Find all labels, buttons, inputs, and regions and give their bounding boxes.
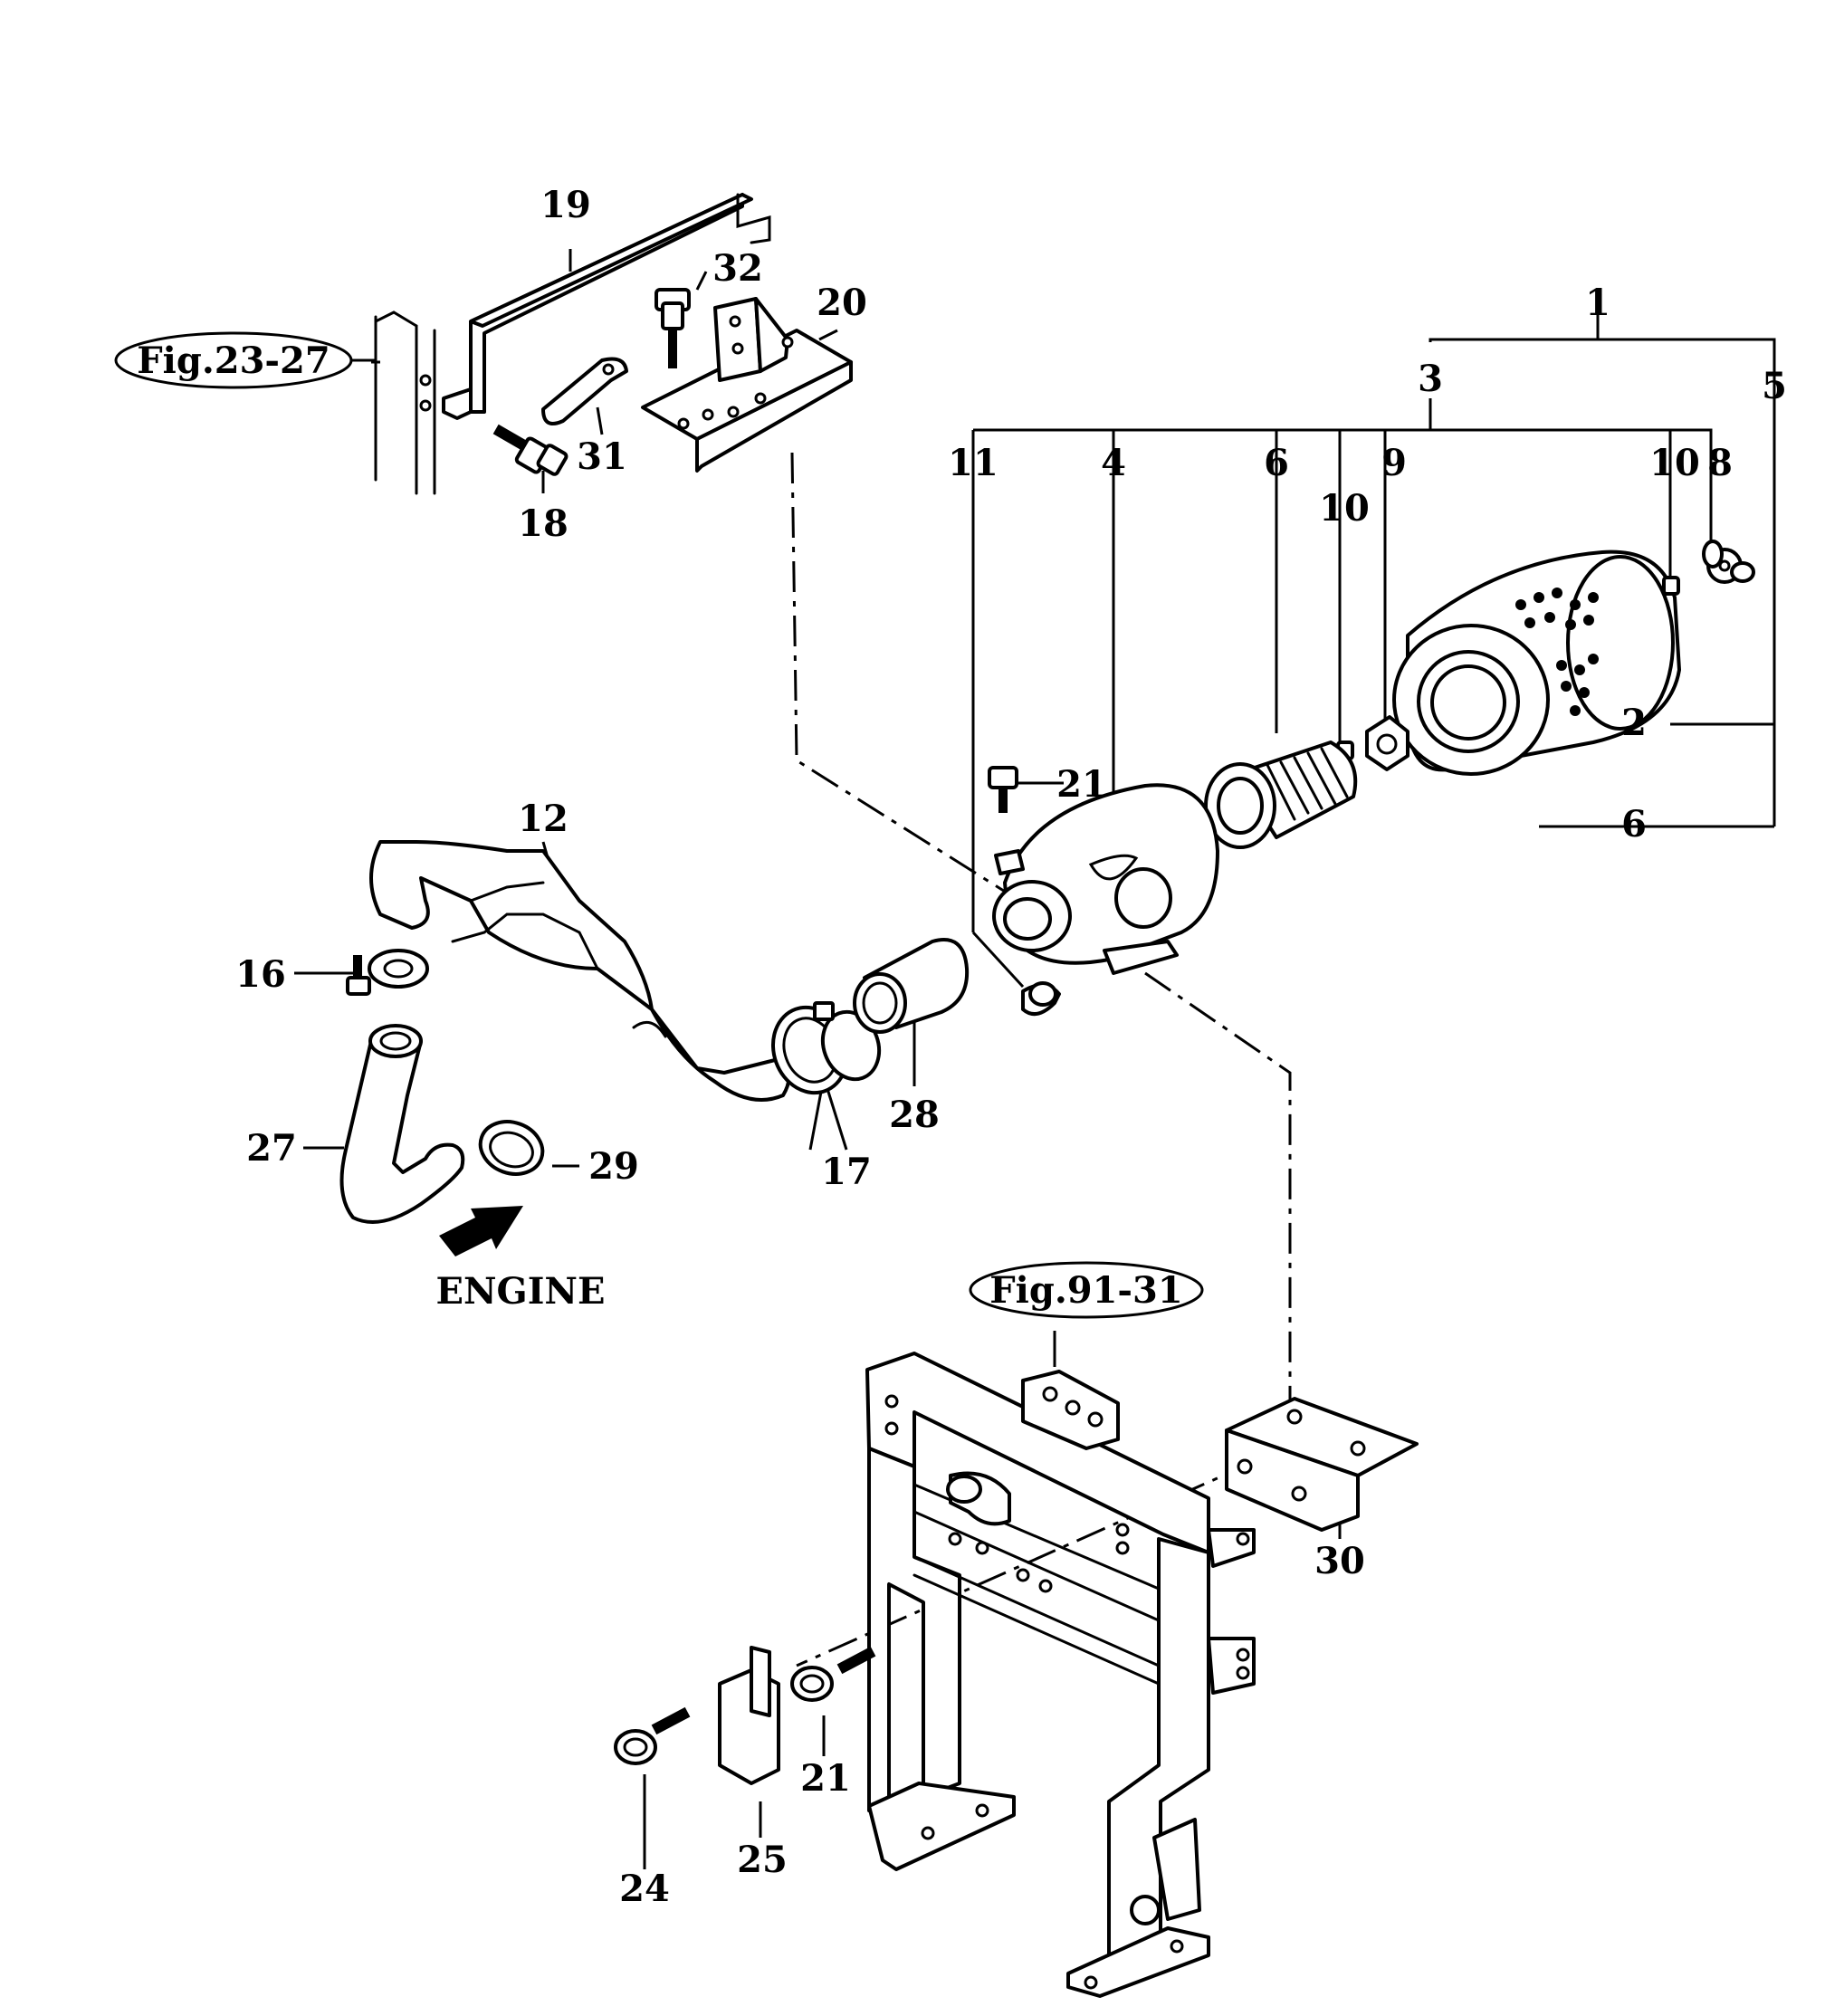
callout-10-right: 10 [1649,442,1700,484]
engine-direction-label: ENGINE [436,1270,606,1313]
intake-hose-12 [369,840,791,1102]
callout-2: 2 [1621,702,1647,744]
callout-17: 17 [821,1151,872,1193]
upper-bracket [641,297,853,473]
valve-11 [1021,981,1061,1017]
callout-30: 30 [1314,1540,1365,1582]
callout-27: 27 [246,1127,297,1170]
callout-5: 5 [1762,365,1787,407]
support-frame [865,1352,1256,1998]
assembly-brackets [971,308,1776,828]
callout-18: 18 [518,502,569,545]
bolt-21-upper [988,766,1018,813]
callout-9: 9 [1381,442,1407,484]
bolt-24 [614,1706,691,1765]
callout-3: 3 [1418,358,1443,400]
callout-32: 32 [712,247,763,290]
figure-ref-91-31-label: Fig.91-31 [989,1269,1182,1312]
callout-16: 16 [235,953,286,996]
part-leaders [294,249,1713,1869]
callout-21-lower: 21 [800,1757,851,1800]
figure-ref-91-31[interactable]: Fig.91-31 [969,1261,1204,1319]
callout-28: 28 [889,1094,940,1136]
bolt-16 [346,949,429,996]
nut-9 [1365,715,1409,771]
engine-direction-arrow [439,1206,523,1256]
callout-24: 24 [619,1868,670,1910]
callout-labels: 1 2 3 4 5 6 6 8 9 10 10 11 12 16 17 18 1… [235,184,1787,1910]
callout-6-top: 6 [1264,442,1289,484]
washer-10-right [1662,576,1680,596]
callout-21-upper: 21 [1056,763,1107,806]
body-4 [992,783,1219,975]
clamp-29 [478,1120,545,1176]
frame-post [374,311,436,495]
bolt-21-lower [790,1646,876,1702]
callout-11: 11 [948,442,998,484]
bolt-32 [655,288,691,368]
callout-29: 29 [588,1145,639,1188]
callout-31: 31 [577,435,627,478]
callout-12: 12 [518,798,569,840]
bolt-18 [492,424,569,476]
callout-6-right: 6 [1621,803,1647,846]
clip-31 [541,357,628,425]
filter-element-6 [1204,740,1358,849]
support-rail [442,193,771,420]
adapter-28 [853,938,970,1034]
callout-4: 4 [1101,442,1126,484]
callout-10-left: 10 [1319,487,1370,530]
callout-1: 1 [1585,282,1610,324]
callout-25: 25 [737,1839,788,1881]
figure-ref-23-27-label: Fig.23-27 [137,339,330,382]
wing-nut-8 [1702,540,1755,584]
bracket-30 [1225,1397,1419,1532]
hose-27 [339,1024,465,1224]
air-cleaner-cover [1392,549,1681,776]
callout-8: 8 [1707,442,1733,484]
block-25 [718,1646,780,1785]
figure-ref-23-27[interactable]: Fig.23-27 [114,331,353,389]
callout-20: 20 [817,282,867,324]
callout-19: 19 [540,184,591,226]
